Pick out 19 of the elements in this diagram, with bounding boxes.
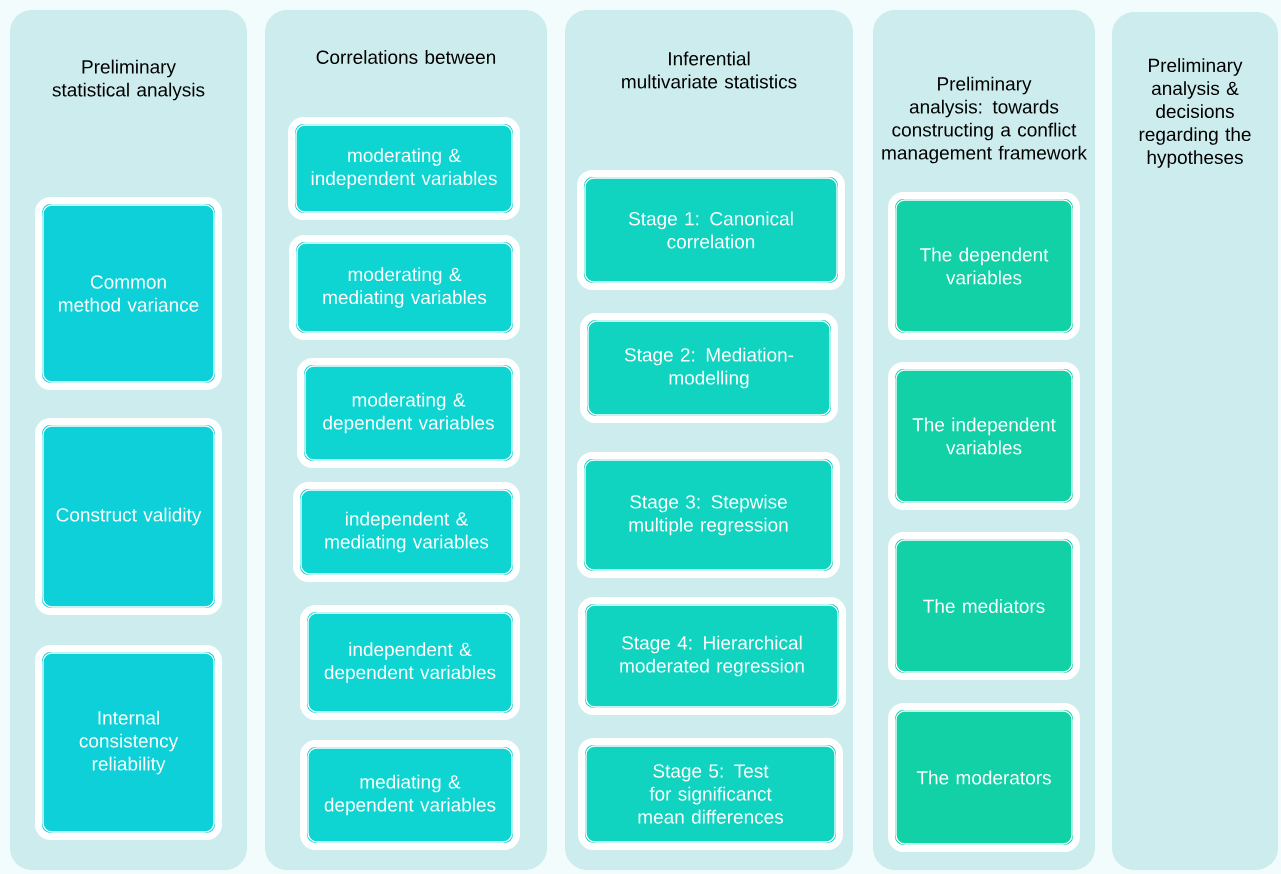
process-box: Stage 4: Hierarchical moderated regression	[578, 597, 846, 715]
process-box: Common method variance	[35, 197, 222, 390]
process-box: moderating & independent variables	[288, 117, 520, 220]
process-box: Stage 5: Test for significanct mean differences	[578, 738, 843, 850]
column-panel: Preliminary analysis & decisions regarding the hypotheses	[1112, 12, 1278, 870]
process-box: moderating & mediating variables	[289, 235, 520, 340]
process-box: mediating & dependent variables	[300, 740, 520, 850]
process-box: The independent variables	[888, 362, 1080, 510]
process-box: Stage 1: Canonical correlation	[577, 170, 845, 290]
process-box: The dependent variables	[888, 192, 1080, 340]
process-box: The mediators	[888, 532, 1080, 680]
process-box: The moderators	[888, 703, 1080, 852]
process-box: Stage 3: Stepwise multiple regression	[577, 452, 840, 578]
process-box: independent & dependent variables	[300, 605, 520, 720]
process-box: Stage 2: Mediation-modelling	[580, 313, 838, 423]
process-box: independent & mediating variables	[293, 482, 520, 582]
process-box: Construct validity	[35, 418, 222, 615]
process-box: moderating & dependent variables	[297, 358, 520, 468]
process-box: Internal consistency reliability	[35, 645, 222, 840]
